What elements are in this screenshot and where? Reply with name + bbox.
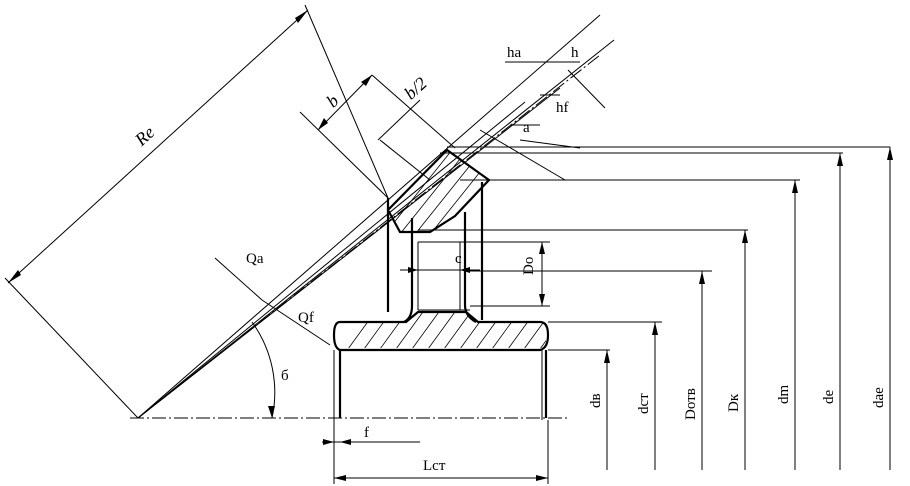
label-qa: Qa — [246, 251, 264, 267]
label-do: Do — [521, 257, 537, 275]
label-dv: dв — [588, 393, 604, 408]
label-dk: Dк — [726, 393, 742, 412]
angle-dimensions — [214, 257, 331, 419]
hub-hatching — [340, 312, 546, 348]
gear-body — [332, 148, 550, 420]
label-ha: ha — [507, 45, 522, 61]
length-dimensions — [322, 420, 549, 484]
label-hf: hf — [556, 100, 569, 116]
tooth-height-dimensions — [479, 61, 606, 181]
label-delta: б — [281, 368, 289, 384]
label-f: f — [364, 425, 369, 441]
label-dst: dст — [636, 393, 652, 414]
label-re: Re — [130, 122, 158, 150]
c-dimension — [400, 267, 480, 273]
label-qf: Qf — [298, 310, 314, 326]
label-dotv: Dотв — [683, 388, 699, 420]
label-lst: Lст — [423, 458, 446, 474]
diameter-dimensions — [539, 147, 893, 470]
cone-lines — [137, 14, 615, 419]
label-h: h — [571, 45, 579, 61]
label-de: de — [821, 390, 837, 405]
label-dae: dae — [871, 387, 887, 408]
label-dm: dm — [776, 385, 792, 405]
labels: Re b b/2 ha h hf a Qa Qf б c Do f Lст dв… — [130, 45, 887, 474]
b-dimension — [299, 74, 456, 199]
label-b-half: b/2 — [400, 73, 430, 103]
re-dimension — [4, 4, 389, 419]
label-a: a — [523, 120, 530, 136]
label-c: c — [455, 251, 462, 267]
diameter-extension-lines — [418, 146, 890, 351]
